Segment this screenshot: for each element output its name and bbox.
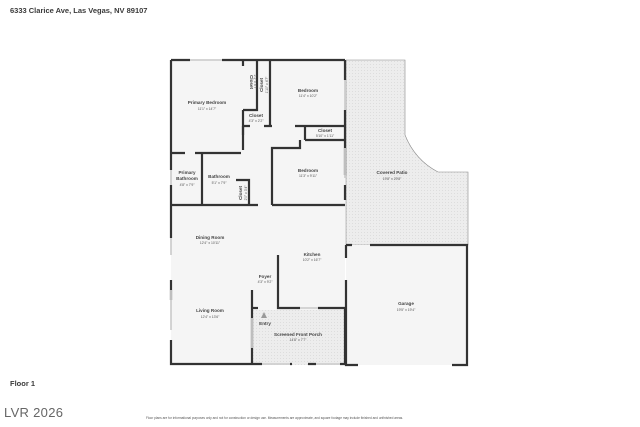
- primary-bathroom-dims: 4'8" x 7'9": [180, 183, 196, 187]
- entry-label: Entry: [259, 321, 271, 326]
- closet-1-dims: 2'1" x 4'7": [253, 75, 257, 91]
- garage-area: [346, 245, 467, 365]
- primary-bathroom-label-line2: Bathroom: [176, 176, 198, 181]
- garage-label: Garage: [398, 301, 414, 306]
- primary-bathroom-label-line1: Primary: [178, 170, 196, 175]
- primary-bedroom-dims: 11'1" x 14'7": [198, 107, 217, 111]
- bedroom-1-label: Bedroom: [298, 88, 318, 93]
- bedroom-1-dims: 11'4" x 10'2": [299, 94, 318, 98]
- kitchen-dims: 10'2" x 16'7": [303, 258, 322, 262]
- brand-watermark: LVR 2026: [4, 405, 64, 420]
- screened-porch-area: [252, 310, 345, 365]
- primary-bedroom-label: Primary Bedroom: [188, 100, 227, 105]
- entry-arrow-icon: [261, 312, 267, 318]
- closet-4-dims: 5'10" x 1'11": [316, 134, 335, 138]
- covered-patio-area: [345, 59, 469, 246]
- closet-5-label: Closet: [238, 186, 243, 201]
- floor-label: Floor 1: [10, 379, 36, 388]
- foyer-label: Foyer: [259, 274, 272, 279]
- covered-patio-label: Covered Patio: [377, 170, 408, 175]
- living-room-label: Living Room: [196, 308, 224, 313]
- screened-front-porch-label: Screened Front Porch: [274, 332, 322, 337]
- bedroom-2-label: Bedroom: [298, 168, 318, 173]
- disclaimer-text: Floor plans are for informational purpos…: [146, 416, 404, 420]
- bedroom-2-dims: 11'3" x 9'11": [299, 174, 318, 178]
- kitchen-label: Kitchen: [304, 252, 321, 257]
- closet-3-dims: 4'3" x 2'2": [249, 119, 265, 123]
- dining-room-dims: 12'4" x 10'11": [200, 241, 221, 245]
- windows: [170, 59, 346, 365]
- foyer-dims: 4'3" x 9'2": [258, 280, 274, 284]
- closet-1-label: Closet: [249, 75, 254, 90]
- closet-5-dims: 2'0" x 3'4": [244, 185, 248, 201]
- closet-4-label: Closet: [318, 128, 333, 133]
- dining-room-label: Dining Room: [196, 235, 225, 240]
- screened-front-porch-dims: 14'8" x 7'7": [290, 338, 308, 342]
- closet-3-label: Closet: [249, 113, 264, 118]
- floor-fills: [171, 59, 469, 365]
- bathroom-label: Bathroom: [208, 174, 230, 179]
- walls: [169, 58, 469, 367]
- closet-2-dims: 1'10" x 4'7": [265, 76, 269, 94]
- bathroom-dims: 5'1" x 7'9": [212, 181, 228, 185]
- garage-dims: 19'5" x 19'4": [397, 308, 416, 312]
- covered-patio-dims: 19'8" x 29'8": [383, 177, 402, 181]
- closet-2-label: Closet: [259, 78, 264, 93]
- living-room-dims: 12'4" x 13'6": [201, 315, 220, 319]
- room-labels: Primary Bedroom 11'1" x 14'7" Closet 2'1…: [176, 75, 416, 342]
- property-address: 6333 Clarice Ave, Las Vegas, NV 89107: [10, 6, 148, 15]
